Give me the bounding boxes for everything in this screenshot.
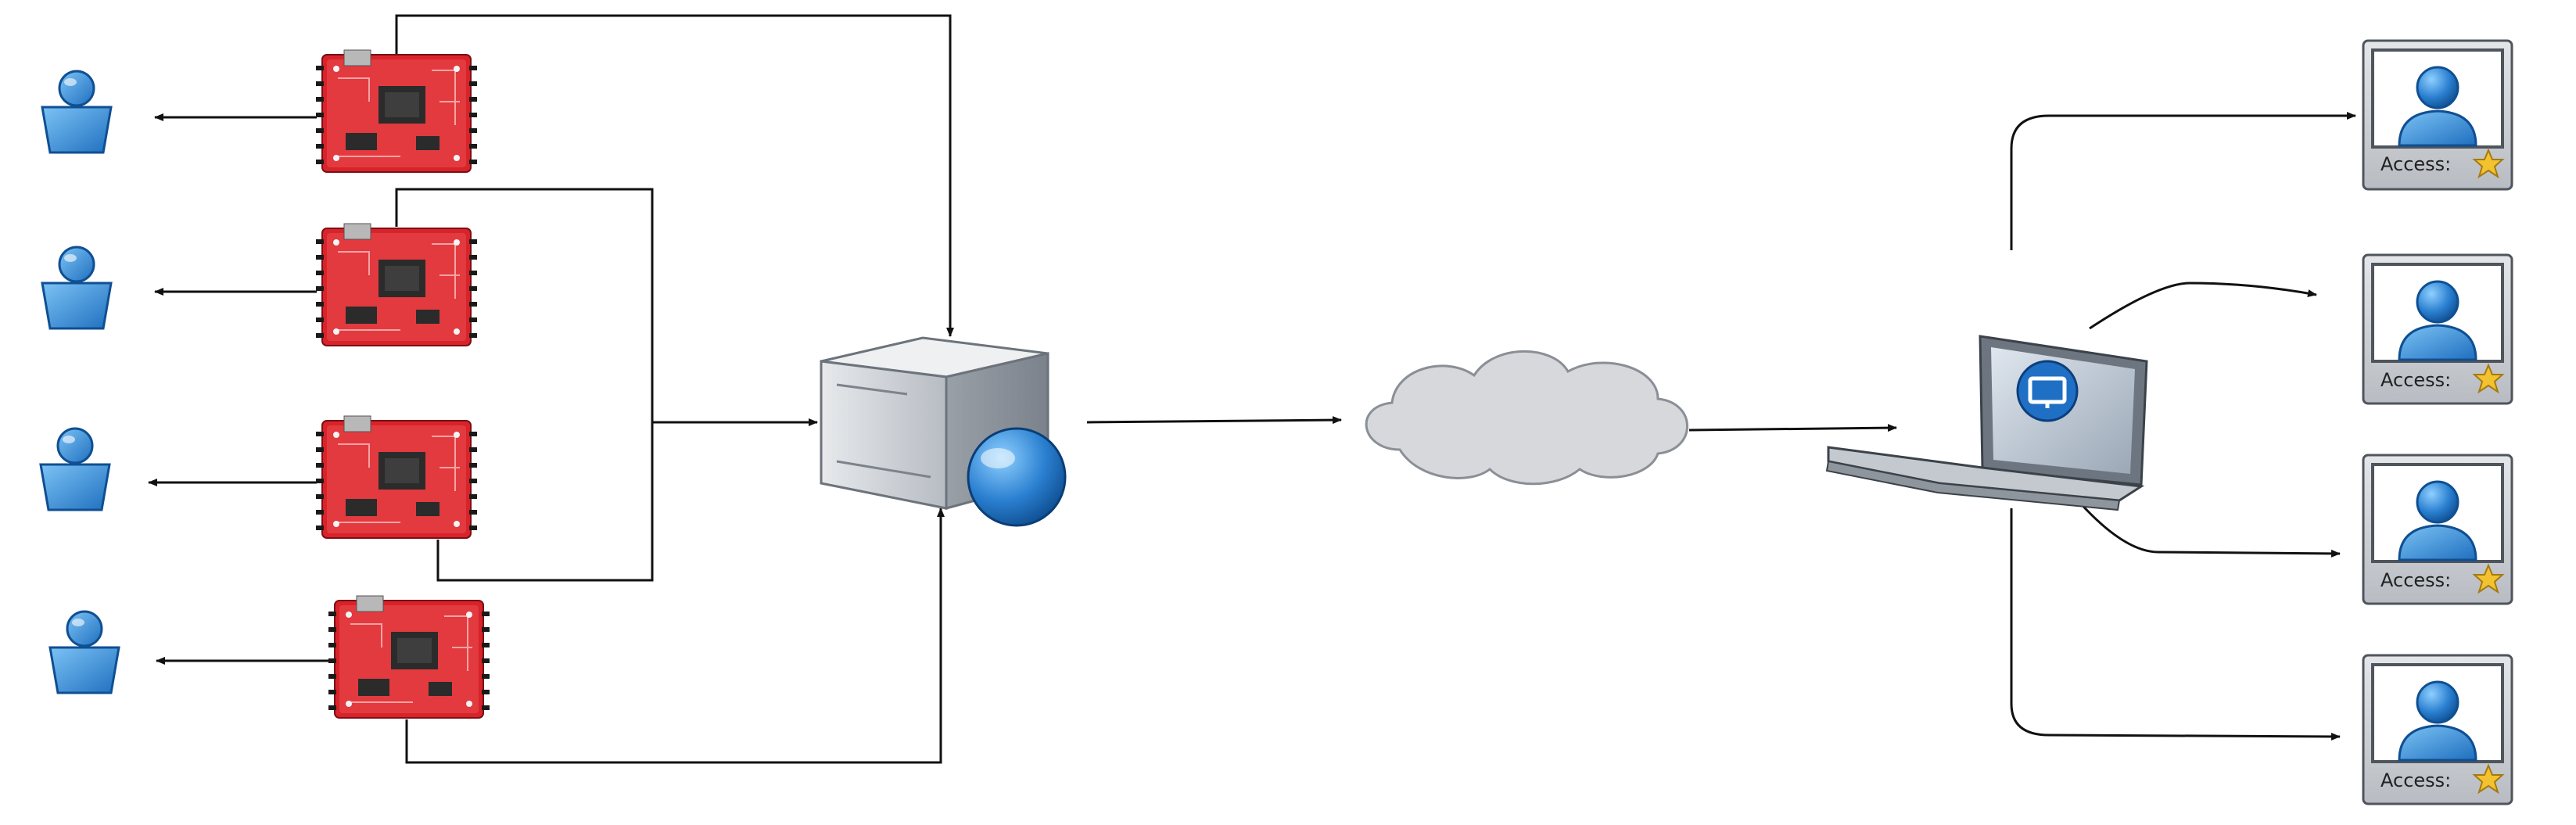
access-label: Access: bbox=[2380, 569, 2451, 591]
user-icon bbox=[39, 427, 111, 511]
access-label: Access: bbox=[2380, 769, 2451, 791]
microcontroller-board-icon bbox=[328, 595, 490, 719]
user-icon bbox=[48, 610, 120, 694]
access-card: Access: bbox=[2362, 654, 2513, 805]
access-card: Access: bbox=[2362, 39, 2513, 191]
microcontroller-board-icon bbox=[315, 223, 478, 346]
access-card: Access: bbox=[2362, 454, 2513, 605]
user-icon bbox=[41, 246, 113, 330]
globe-icon bbox=[967, 427, 1067, 527]
laptop-icon bbox=[1825, 335, 2148, 511]
microcontroller-board-icon bbox=[315, 415, 478, 539]
access-card: Access: bbox=[2362, 253, 2513, 405]
access-label: Access: bbox=[2380, 153, 2451, 175]
user-icon bbox=[41, 70, 113, 154]
access-label: Access: bbox=[2380, 369, 2451, 391]
connector-lines bbox=[148, 14, 2356, 764]
cloud-icon bbox=[1365, 350, 1688, 486]
microcontroller-board-icon bbox=[315, 49, 478, 173]
